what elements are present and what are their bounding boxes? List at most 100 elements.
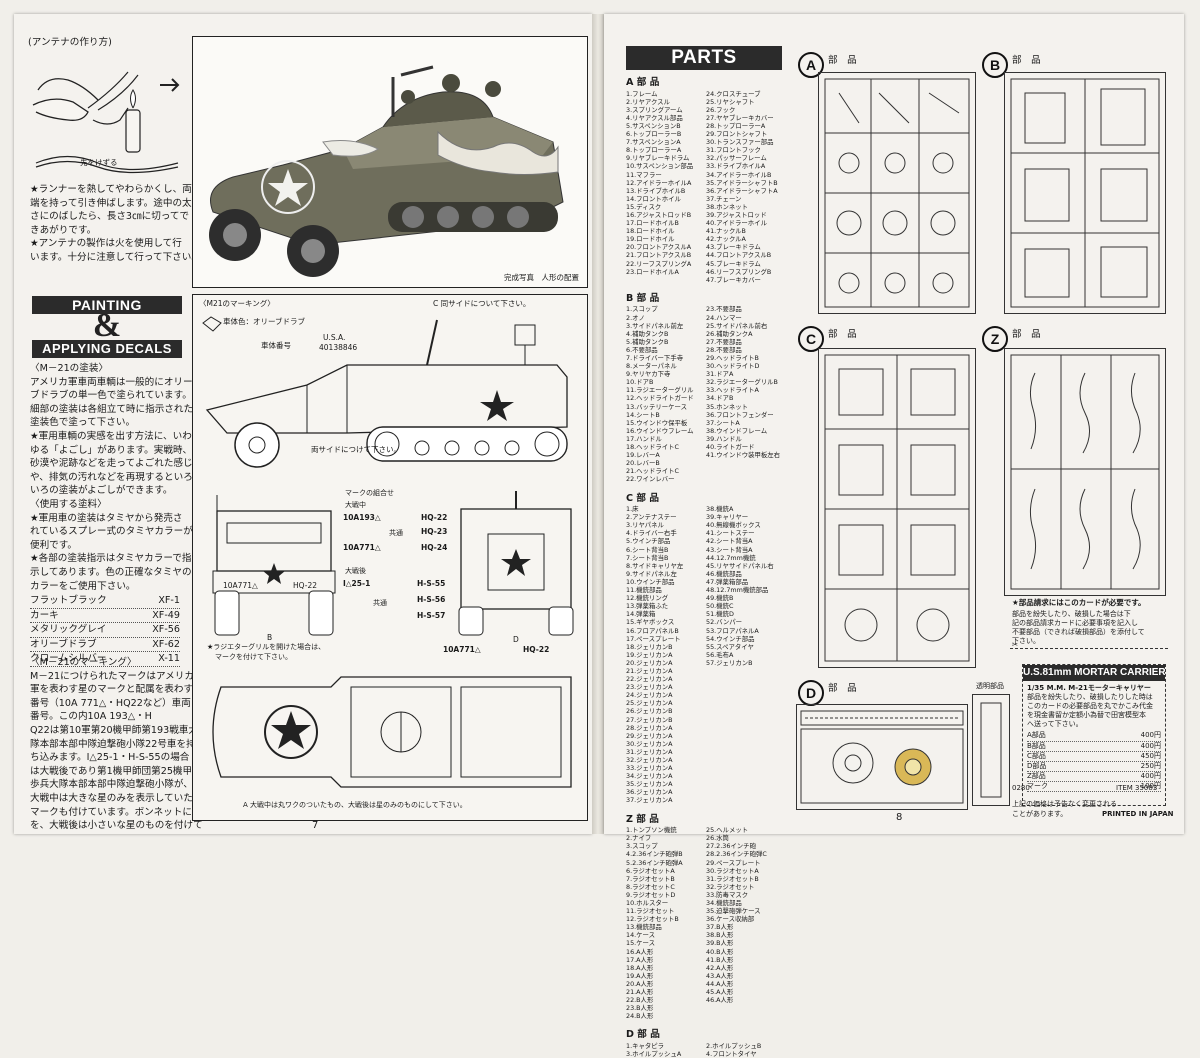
parts-list-item: 40.B人形 (706, 947, 734, 956)
common-label-1: 共通 (389, 529, 403, 537)
mark-i25: I△25-1 (343, 579, 371, 588)
parts-order-card[interactable]: U.S.81mm MORTAR CARRIER M21 1/35 M.M. M-… (1022, 664, 1166, 806)
parts-list-item: 17.ハンドル (626, 434, 662, 443)
parts-list-item: 12.ヘッドライトガード (626, 394, 694, 403)
parts-list-item: 2.リヤアクスル (626, 97, 670, 106)
m21-marking-text: 〈M－21のマーキング〉 M－21につけられたマークはアメリカ 軍を表わす星のマ… (30, 656, 203, 833)
parts-list-item: 22.ワインレバー (626, 475, 675, 484)
parts-list-item: 36.アイドラーシャフトA (706, 186, 778, 195)
parts-list-item: 5.サスペンションB (626, 121, 681, 130)
parts-list-item: 41.ウインドウ装甲板左右 (706, 451, 781, 460)
marking-line: ち込みます。I△25-1・H-S-55の場合 (30, 752, 190, 764)
parts-list-item: 18.ロードホイル (626, 227, 675, 236)
parts-list-item: 42.A人形 (706, 963, 734, 972)
parts-list-item: 33.防毒マスク (706, 890, 749, 899)
parts-list-item: 7.ラジオセットB (626, 874, 675, 883)
scissor-line (1010, 648, 1168, 649)
parts-list-item: 55.スペアタイヤ (706, 642, 754, 651)
sprue-a-title: 部 品 (828, 55, 857, 66)
parts-list-item: 1.フレーム (626, 89, 658, 98)
color-code: XF-49 (152, 609, 180, 621)
grille-note-2: マークを付けて下さい。 (215, 653, 292, 661)
parts-banner: PARTS (626, 46, 782, 70)
parts-list-item: 3.スプリングアーム (626, 105, 683, 114)
m21-painting-text: 〈M－21の塗装〉 アメリカ軍車両車輌は一般的にオリー ブドラブの単一色で塗られ… (30, 362, 193, 593)
section-z-title: Z 部 品 (626, 813, 659, 825)
parts-list-item: 14.弾薬箱 (626, 610, 656, 619)
marking-line: 番号（10A 771△・HQ22など）車両 (30, 697, 191, 709)
parts-list-item: 40.アイドラーホイル (706, 219, 767, 228)
parts-list-item: 44.12.7mm機銃 (706, 553, 756, 562)
sprue-a-frame (818, 72, 976, 314)
parts-list-item: 31.ラジオセットB (706, 874, 759, 883)
price-change-note-2: ことがあります。 (1012, 810, 1068, 818)
parts-list-item: 10.サスペンション部品 (626, 162, 694, 171)
parts-list-item: 32.ジェリカンA (626, 756, 673, 764)
parts-list-item: 27.ジェリカンB (626, 715, 673, 724)
color-code: XF-62 (152, 638, 180, 650)
parts-list-item: 5.補助タンクB (626, 337, 669, 346)
parts-list-item: 27.2.36インチ砲 (706, 842, 756, 851)
color-name: メタリックグレイ (30, 624, 107, 636)
parts-list-item: 28.不要部品 (706, 345, 742, 354)
section-b-title: B 部 品 (626, 292, 660, 304)
price-part: B部品 (1027, 741, 1046, 750)
parts-list-item: 19.ロードホイル (626, 235, 675, 244)
sprue-z-drawing (1010, 354, 1160, 590)
parts-list-item: 44.フロントアクスルB (706, 251, 772, 260)
parts-list-item: 3.サイドパネル前左 (626, 321, 684, 330)
parts-list-item: 12.ラジオセットB (626, 915, 679, 924)
parts-list-item: 54.ウインチ部品 (706, 634, 755, 643)
halftrack-front-view (212, 495, 336, 636)
parts-list-item: 38.機銃A (706, 505, 734, 514)
parts-list-item: 12.アイドラーホイルA (626, 178, 692, 187)
card-line: へ送って下さい。 (1027, 720, 1083, 729)
marking-line: 隊本部本部中隊迫撃砲小隊22号車を持 (30, 738, 196, 750)
price-part: Z部品 (1027, 771, 1046, 780)
parts-list-item: 46.A人形 (706, 996, 734, 1005)
halftrack-rear-view (458, 491, 574, 636)
price-value: 400円 (1140, 731, 1161, 740)
marking-line: 番号。この内10A 193△・H (30, 711, 152, 723)
parts-list-item: 21.ヘッドライトC (626, 467, 679, 476)
parts-list-item: 25.リヤシャフト (706, 97, 755, 106)
common-label-2: 共通 (373, 599, 387, 607)
parts-list-item: 26.水筒 (706, 834, 729, 843)
parts-list-item: 50.機銃C (706, 602, 734, 611)
marking-line: Q22は第10軍第20機甲師第193戦車大 (30, 724, 199, 736)
clear-part-frame (972, 694, 1010, 806)
order-notice-line: 下さい。 (1012, 637, 1040, 646)
parts-list-item: 24.ジェリカンA (626, 691, 673, 700)
clear-part-drawing (980, 702, 1002, 798)
section-d-title: D 部 品 (626, 1029, 660, 1041)
body-color-note: 車体色：オリーブドラブ (223, 317, 306, 326)
parts-list-item: 14.シートB (626, 410, 660, 419)
side-c-note: C 同サイドについて下さい。 (433, 299, 531, 308)
marking-line: を、大戦後は小さいな星のものを付けて (30, 820, 203, 832)
marking-line: は大戦後であり第1機甲師団第25機甲 (30, 765, 193, 777)
sprue-d-badge: D (798, 680, 824, 706)
parts-list-item: 25.ヘルメット (706, 826, 749, 835)
price-part: D部品 (1027, 761, 1047, 770)
rear-mark-right: HQ-22 (523, 645, 550, 654)
parts-list-item: 2.オノ (626, 313, 645, 322)
parts-list-item: 34.アイドラーホイルB (706, 170, 772, 179)
color-code: XF-1 (158, 595, 180, 606)
price-part: マーク (1027, 781, 1048, 790)
